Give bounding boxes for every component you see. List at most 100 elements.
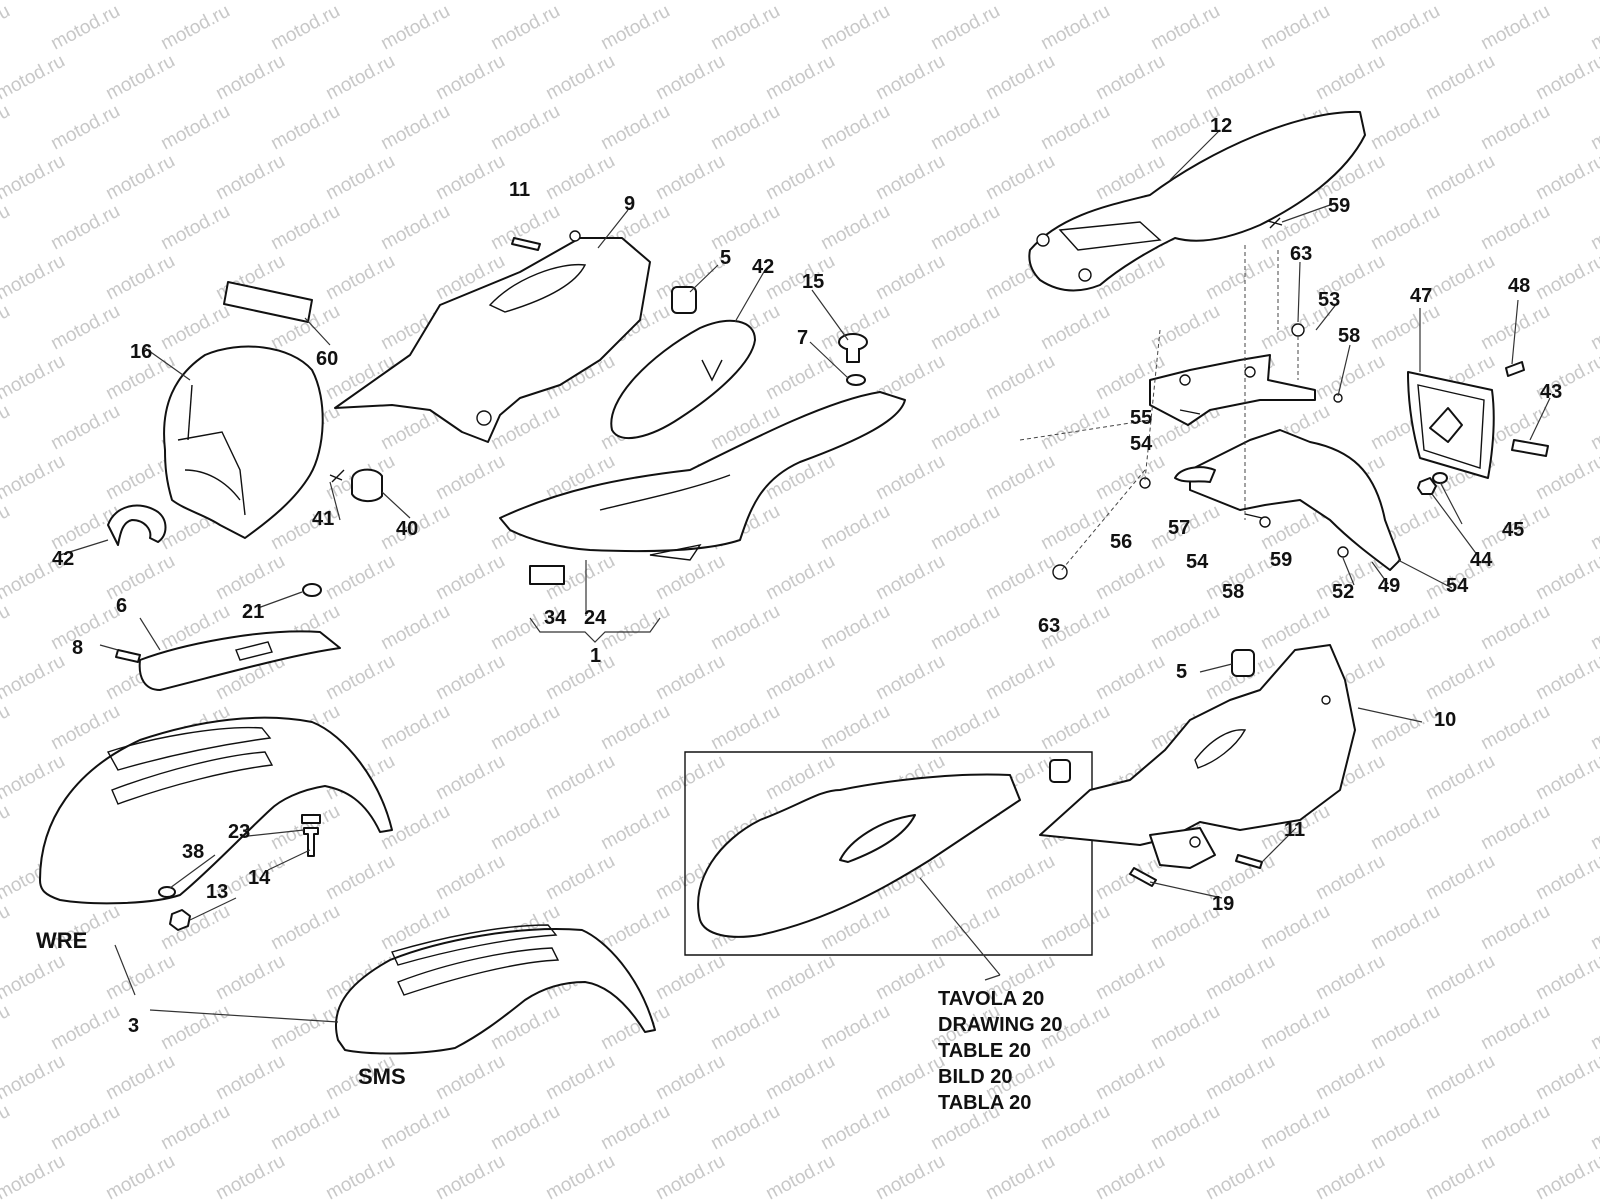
watermark-text: motod.ru	[0, 1, 14, 55]
part-13-nut	[169, 909, 191, 931]
watermark-text: motod.ru	[432, 51, 508, 105]
part-15-fuel-cap	[838, 333, 868, 363]
watermark-text: motod.ru	[1422, 751, 1498, 805]
part-42-clamp	[107, 504, 167, 546]
watermark-text: motod.ru	[1532, 1151, 1600, 1200]
watermark-text: motod.ru	[597, 1, 673, 55]
callout-55: 55	[1130, 407, 1152, 429]
watermark-text: motod.ru	[1257, 901, 1333, 955]
watermark-text: motod.ru	[1312, 951, 1388, 1005]
watermark-text: motod.ru	[432, 151, 508, 205]
watermark-text: motod.ru	[1147, 301, 1223, 355]
watermark-text: motod.ru	[0, 1101, 14, 1155]
watermark-text: motod.ru	[1092, 551, 1168, 605]
watermark-text: motod.ru	[652, 51, 728, 105]
watermark-text: motod.ru	[1367, 101, 1443, 155]
watermark-text: motod.ru	[0, 251, 69, 305]
leader-drawing-20	[919, 877, 1001, 981]
watermark-text: motod.ru	[1477, 1001, 1553, 1055]
watermark-text: motod.ru	[1092, 651, 1168, 705]
part-54-screw	[1179, 409, 1201, 415]
callout-21: 21	[242, 601, 264, 623]
watermark-text: motod.ru	[982, 351, 1058, 405]
callout-45: 45	[1502, 519, 1524, 541]
watermark-text: motod.ru	[212, 151, 288, 205]
part-49-nut	[1337, 546, 1349, 558]
watermark-text: motod.ru	[377, 101, 453, 155]
watermark-text: motod.ru	[707, 1001, 783, 1055]
part-34-foam	[529, 565, 565, 585]
watermark-text: motod.ru	[1587, 601, 1600, 655]
watermark-text: motod.ru	[1037, 301, 1113, 355]
part-47-bolt	[1505, 361, 1525, 377]
watermark-text: motod.ru	[1367, 301, 1443, 355]
watermark-text: motod.ru	[982, 51, 1058, 105]
part-61-screw	[1267, 217, 1283, 229]
watermark-text: motod.ru	[762, 1151, 838, 1200]
part-62-sticker	[223, 281, 313, 323]
part-45-washer	[1432, 472, 1448, 484]
callout-48: 49	[1378, 575, 1400, 597]
watermark-text: motod.ru	[102, 551, 178, 605]
watermark-text: motod.ru	[102, 951, 178, 1005]
watermark-text: motod.ru	[817, 101, 893, 155]
watermark-text: motod.ru	[0, 1151, 69, 1200]
watermark-text: motod.ru	[817, 201, 893, 255]
watermark-text: motod.ru	[1037, 401, 1113, 455]
part-16-headlight-fairing	[163, 345, 324, 539]
part-39-washer	[158, 886, 176, 898]
part-6-fender-bracket	[138, 630, 341, 691]
callout-59: 59	[1270, 549, 1292, 571]
watermark-text: motod.ru	[0, 101, 14, 155]
watermark-text: motod.ru	[1422, 1151, 1498, 1200]
callout-13: 13	[206, 881, 228, 903]
watermark-text: motod.ru	[0, 0, 69, 4]
watermark-text: motod.ru	[1202, 1051, 1278, 1105]
watermark-text: motod.ru	[1367, 601, 1443, 655]
watermark-text: motod.ru	[817, 1, 893, 55]
watermark-text: motod.ru	[1532, 251, 1600, 305]
part-8-screw	[115, 649, 141, 663]
watermark-text: motod.ru	[1092, 1151, 1168, 1200]
watermark-text: motod.ru	[432, 1051, 508, 1105]
callout-41: 41	[312, 508, 334, 530]
watermark-text: motod.ru	[1587, 501, 1600, 555]
watermark-text: motod.ru	[872, 651, 948, 705]
watermark-text: motod.ru	[1477, 701, 1553, 755]
watermark-text: motod.ru	[707, 1101, 783, 1155]
watermark-text: motod.ru	[47, 201, 123, 255]
watermark-text: motod.ru	[652, 151, 728, 205]
watermark-text: motod.ru	[102, 251, 178, 305]
part-9-side-fairing	[334, 230, 651, 443]
part-59-nut	[1259, 516, 1271, 528]
callout-53: 54	[1446, 575, 1469, 597]
watermark-text: motod.ru	[707, 1, 783, 55]
watermark-text: motod.ru	[0, 51, 69, 105]
part-23-spacer	[301, 814, 321, 824]
watermark-text: motod.ru	[157, 1101, 233, 1155]
watermark-text: motod.ru	[1147, 1001, 1223, 1055]
watermark-text: motod.ru	[0, 651, 69, 705]
callout-63-top: 63	[1290, 243, 1312, 265]
watermark-text: motod.ru	[1147, 1101, 1223, 1155]
watermark-text: motod.ru	[872, 251, 948, 305]
watermark-text: motod.ru	[1587, 101, 1600, 155]
leader-lines-general	[59, 129, 1551, 921]
watermark-text: motod.ru	[927, 701, 1003, 755]
part-14-bolt	[303, 827, 319, 857]
watermark-text: motod.ru	[1532, 551, 1600, 605]
part-12-rear-fender	[1028, 110, 1366, 292]
callout-54-top: 54	[1130, 433, 1153, 455]
part-53-plate-holder	[1174, 429, 1401, 571]
watermark-text: motod.ru	[817, 601, 893, 655]
watermark-text: motod.ru	[927, 901, 1003, 955]
watermark-text: motod.ru	[0, 151, 69, 205]
part-10-side-fairing	[1039, 644, 1356, 869]
callout-7: 7	[797, 327, 808, 349]
watermark-text: motod.ru	[487, 1101, 563, 1155]
watermark-text: motod.ru	[47, 701, 123, 755]
watermark-text: motod.ru	[762, 51, 838, 105]
watermark-text: motod.ru	[432, 451, 508, 505]
watermark-text: motod.ru	[0, 351, 69, 405]
